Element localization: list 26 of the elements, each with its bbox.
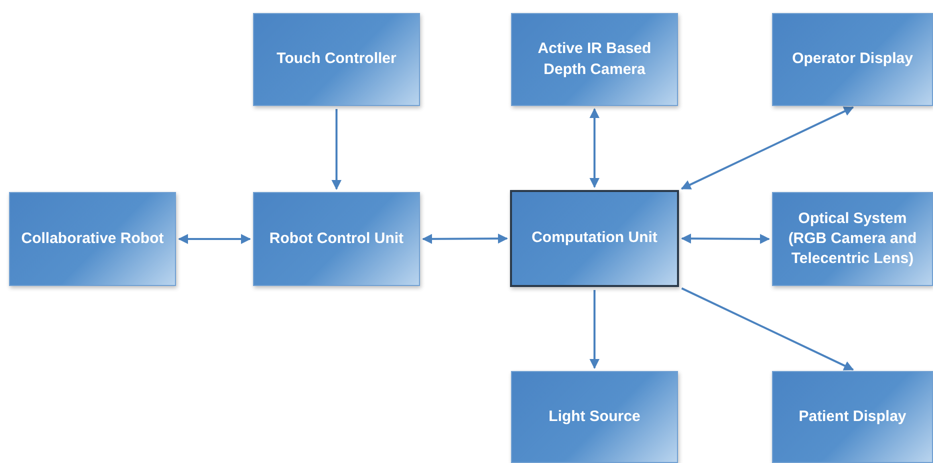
process-box — [253, 13, 420, 106]
box-label: Collaborative Robot — [21, 228, 164, 249]
box-label: Operator Display — [792, 49, 913, 70]
process-box — [510, 190, 679, 287]
process-box — [511, 13, 678, 106]
process-box — [772, 13, 933, 106]
process-box — [772, 192, 933, 286]
process-box — [253, 192, 420, 286]
arrow — [590, 108, 600, 188]
box-label: Active IR Based Depth Camera — [536, 39, 652, 80]
arrow — [681, 287, 854, 371]
process-box — [772, 371, 933, 463]
process-box — [511, 371, 678, 463]
arrow — [178, 234, 251, 244]
box-label: Light Source — [548, 406, 640, 427]
box-label: Robot Control Unit — [269, 228, 404, 249]
arrow — [332, 109, 342, 190]
process-box — [9, 192, 176, 286]
box-label: Patient Display — [798, 406, 906, 427]
arrow — [422, 234, 508, 244]
box-label: Computation Unit — [532, 228, 658, 248]
box-label: Touch Controller — [276, 49, 396, 70]
arrow — [681, 234, 770, 244]
arrow — [590, 290, 600, 369]
box-label: Optical System (RGB Camera and Telecentric Lens) — [787, 208, 918, 270]
arrow — [680, 106, 854, 190]
